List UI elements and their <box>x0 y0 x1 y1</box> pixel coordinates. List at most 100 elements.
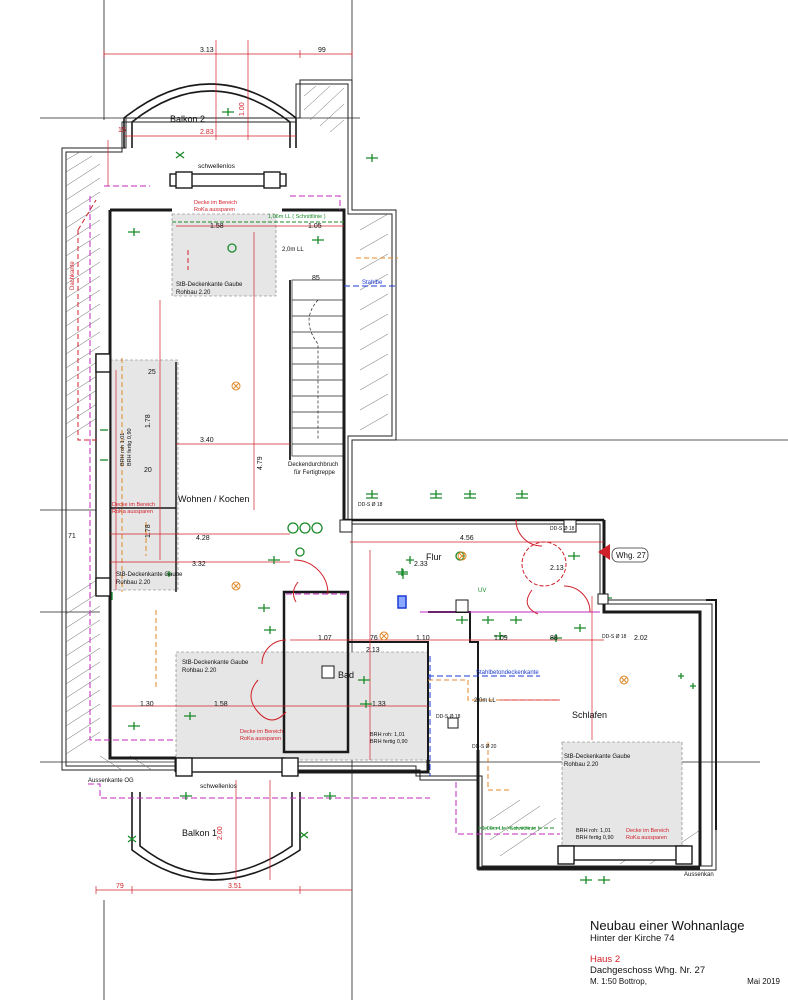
room-label-bad: Bad <box>338 670 354 680</box>
label-deckendurchbruch-sub: für Fertigtreppe <box>294 470 336 476</box>
dim-283: 2.83 <box>200 129 214 136</box>
date-label: Mai 2019 <box>747 977 780 986</box>
apartment-marker <box>598 544 649 563</box>
dim-351: 3.51 <box>228 883 242 890</box>
lamp-markers <box>231 381 629 685</box>
dim-85: 85 <box>312 275 320 282</box>
dim-178b: 1.78 <box>145 524 152 538</box>
label-decke-top-2: RoKa aussparen <box>194 207 235 213</box>
label-dd-1: DD-S Ø 18 <box>358 502 383 508</box>
label-decke-top-1: Decke im Bereich <box>194 200 237 206</box>
scale-label: M. 1:50 Bottrop, <box>590 977 647 986</box>
label-dd-2: DD-S Ø 18 <box>550 526 575 532</box>
electrical-symbols <box>100 108 696 884</box>
label-decke-sch-1: Decke im Bereich <box>626 828 669 834</box>
label-brh-sch-1: BRH roh: 1,01 <box>576 828 611 834</box>
shafts <box>321 519 609 729</box>
label-brh-bad-1: BRH roh: 1,01 <box>370 732 405 738</box>
room-label-flur: Flur <box>426 552 442 562</box>
dim-76: 76 <box>370 635 378 642</box>
dim-178: 1.78 <box>145 414 152 428</box>
label-schwellenlos-bottom: schwellenlos <box>200 783 238 790</box>
dim-202: 2.02 <box>634 635 648 642</box>
dim-99: 99 <box>318 47 326 54</box>
room-label-balkon1: Balkon 1 <box>182 828 217 838</box>
dim-158: 1.58 <box>210 223 224 230</box>
dim-456: 4.56 <box>460 535 474 542</box>
label-gaube-schlafen: StB-Deckenkante Gaube <box>564 754 631 760</box>
room-label-schlafen: Schlafen <box>572 710 607 720</box>
dim-110: 1.10 <box>416 635 430 642</box>
balcony-2 <box>123 83 297 148</box>
label-gaube-left-sub: Rohbau 2.20 <box>116 580 151 586</box>
dim-79: 79 <box>116 883 124 890</box>
label-aussenkante: Aussenkan <box>684 872 714 878</box>
dim-20: 20 <box>144 467 152 474</box>
house-label: Haus 2 <box>590 954 621 965</box>
dim-109: 1.09 <box>494 635 508 642</box>
label-decke-sch-2: RoKa aussparen <box>626 835 667 841</box>
label-dd-4: DD-S Ø 20 <box>472 744 497 750</box>
label-gaube-left: StB-Deckenkante Gaube <box>116 572 183 578</box>
label-schnittlinie-top: 1,06m LL ( Schnittlinie ) <box>268 214 326 220</box>
label-stahlbe: Stahlbe <box>362 280 383 286</box>
label-brh-sch-2: BRH fertig 0,90 <box>576 835 614 841</box>
label-uv: UV <box>478 588 486 594</box>
door-swings <box>250 519 591 721</box>
dim-71: 71 <box>68 533 76 540</box>
dim-213: 2.13 <box>550 565 564 572</box>
staircase <box>291 279 345 457</box>
roof-hatching <box>65 85 701 865</box>
dim-233: 2.33 <box>414 561 428 568</box>
dimension-lines <box>95 40 604 894</box>
dim-15: 15 <box>118 127 126 134</box>
label-schnittlinie-sch: 1,06m LL ( Schnittlinie ) <box>482 826 540 832</box>
dim-100: 1.00 <box>239 102 246 116</box>
label-ll-top: 2,0m LL <box>282 247 304 253</box>
project-title: Neubau einer Wohnanlage <box>590 918 745 933</box>
dim-88: 88 <box>550 635 558 642</box>
dim-25: 25 <box>148 369 156 376</box>
uv-box <box>397 595 407 609</box>
label-decke-left-1: Decke im Bereich <box>112 502 155 508</box>
title-block: Neubau einer Wohnanlage Hinter der Kirch… <box>590 918 780 987</box>
label-decke-bad-2: RoKa aussparen <box>240 736 281 742</box>
unit-label: Dachgeschoss Whg. Nr. 27 <box>590 965 706 976</box>
dim-158b: 1.58 <box>214 701 228 708</box>
label-brh-bad-2: BRH fertig 0,90 <box>370 739 408 745</box>
label-dd-5: DD-S Ø 18 <box>436 714 461 720</box>
label-deckendurchbruch: Deckendurchbruch <box>288 462 338 468</box>
label-wohnung-tag: Whg. 27 <box>616 551 646 560</box>
label-gaube-top: StB-Deckenkante Gaube <box>176 282 243 288</box>
label-decke-bad-1: Decke im Bereich <box>240 729 283 735</box>
dimension-texts: 3.13 99 2.83 1.58 1.05 3.40 4.28 3.32 2.… <box>68 47 648 890</box>
dim-130: 1.30 <box>140 701 154 708</box>
dim-313: 3.13 <box>200 47 214 54</box>
dim-200: 2.00 <box>217 826 224 840</box>
room-label-wohnen: Wohnen / Kochen <box>178 494 249 504</box>
dim-107: 1.07 <box>318 635 332 642</box>
label-dd-3: DD-S Ø 18 <box>602 634 627 640</box>
scale-date-row: M. 1:50 Bottrop, Mai 2019 <box>590 976 780 987</box>
room-label-balkon2: Balkon 2 <box>170 114 205 124</box>
label-brh-left-2: BRH fertig 0,90 <box>127 428 133 466</box>
label-schwellenlos-top: schwellenlos <box>198 163 236 170</box>
dim-428: 4.28 <box>196 535 210 542</box>
dim-332: 3.32 <box>192 561 206 568</box>
label-decke-left-2: RoKa aussparen <box>112 509 153 515</box>
dim-340: 3.40 <box>200 437 214 444</box>
dim-133: 1.33 <box>372 701 386 708</box>
label-brh-left-1: BRH roh 1,01 <box>120 433 126 466</box>
balcony-1 <box>131 792 301 881</box>
dim-105: 1.05 <box>308 223 322 230</box>
guide-lines <box>77 185 600 835</box>
label-gaube-bad: StB-Deckenkante Gaube <box>182 660 249 666</box>
dim-213b: 2.13 <box>366 647 380 654</box>
label-gaube-bad-sub: Rohbau 2.20 <box>182 668 217 674</box>
label-gaube-top-sub: Rohbau 2.20 <box>176 290 211 296</box>
label-aussenkante-og: Aussenkante OG <box>88 778 134 784</box>
dim-479: 4.79 <box>257 456 264 470</box>
label-stahlbeton: Stahlbetondeckenkante <box>476 670 539 676</box>
label-gaube-schlafen-sub: Rohbau 2.20 <box>564 762 599 768</box>
